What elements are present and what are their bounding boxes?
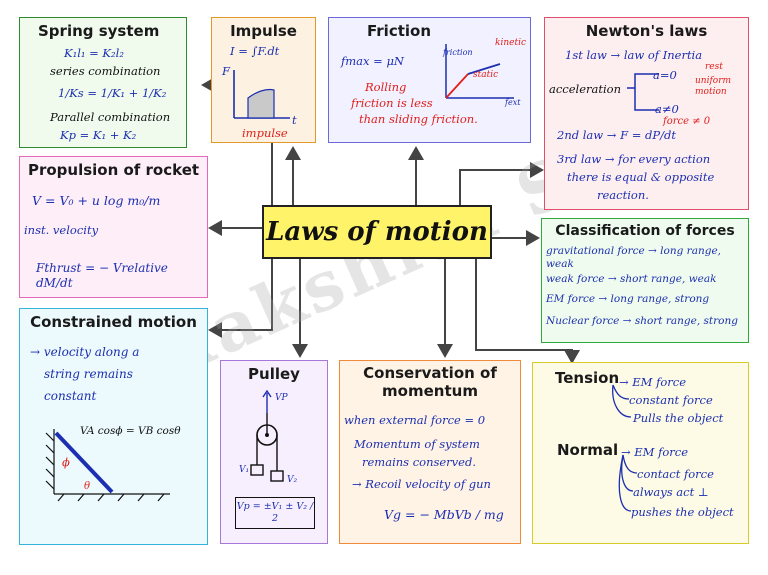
friction-graph-static: static xyxy=(473,70,499,80)
spring-system-box: Spring system K₁l₁ = K₂l₂ series combina… xyxy=(19,17,187,148)
newton-a0: a=0 xyxy=(653,68,677,82)
friction-formula: fmax = μN xyxy=(341,54,404,68)
newton-line-5: reaction. xyxy=(597,188,649,202)
classification-line-1: gravitational force → long range, weak xyxy=(546,245,721,271)
spring-line-5: Kp = K₁ + K₂ xyxy=(60,128,137,142)
spring-line-1: K₁l₁ = K₂l₂ xyxy=(64,46,124,60)
center-title: Laws of motion xyxy=(266,217,488,247)
constrained-phi: ϕ xyxy=(62,455,70,469)
center-title-box: Laws of motion xyxy=(262,205,492,259)
normal-item-2: contact force xyxy=(637,467,714,481)
pulley-eq: Vp = ±V₁ ± V₂ / 2 xyxy=(235,497,315,529)
propulsion-line-2: inst. velocity xyxy=(24,223,99,237)
conservation-line-3: remains conserved. xyxy=(362,455,477,469)
spring-line-3: 1/Ks = 1/K₁ + 1/K₂ xyxy=(58,86,167,100)
conservation-title-2: momentum xyxy=(382,382,478,400)
constrained-eq: VA cosϕ = VB cosθ xyxy=(80,425,181,437)
newton-an0: a≠0 xyxy=(655,102,679,116)
friction-title: Friction xyxy=(367,22,432,40)
impulse-axis-t: t xyxy=(292,113,297,127)
impulse-graph xyxy=(233,70,290,119)
newtons-laws-box: Newton's laws 1st law → law of Inertia a… xyxy=(544,17,749,210)
propulsion-box: Propulsion of rocket V = V₀ + u log m₀/m… xyxy=(19,156,208,298)
conservation-line-4: → Recoil velocity of gun xyxy=(352,477,491,491)
friction-box: Friction fmax = μN kinetic static fricti… xyxy=(328,17,531,143)
impulse-title: Impulse xyxy=(230,22,297,40)
constrained-diagram xyxy=(45,429,170,502)
arrow-to-constrained xyxy=(208,258,273,338)
conservation-line-5: Vg = − MbVb / mg xyxy=(384,507,504,522)
conservation-line-1: when external force = 0 xyxy=(344,413,486,427)
conservation-title-1: Conservation of xyxy=(363,364,497,382)
newton-line-3: 3rd law → for every action xyxy=(557,152,711,166)
constrained-line-3: constant xyxy=(44,389,97,403)
tension-item-3: Pulls the object xyxy=(633,411,724,425)
tension-item-2: constant force xyxy=(629,393,713,407)
tension-title: Tension xyxy=(555,369,620,387)
pulley-v1: V₁ xyxy=(239,465,250,475)
newton-force: force ≠ 0 xyxy=(663,116,711,127)
classification-box: Classification of forces gravitational f… xyxy=(541,218,749,343)
spring-title: Spring system xyxy=(38,22,160,40)
classification-title: Classification of forces xyxy=(555,223,735,239)
newton-line-1: 1st law → law of Inertia xyxy=(565,48,703,62)
propulsion-line-3: Fthrust = − Vrelative dM/dt xyxy=(36,261,168,290)
newton-uniform: uniform motion xyxy=(695,76,732,98)
impulse-formula: I = ∫F.dt xyxy=(230,44,280,58)
arrow-to-newton xyxy=(459,162,544,205)
normal-title: Normal xyxy=(557,441,619,459)
friction-note-3: than sliding friction. xyxy=(359,112,478,126)
constrained-title: Constrained motion xyxy=(30,313,197,331)
impulse-box: Impulse I = ∫F.dt F t impulse xyxy=(211,17,316,143)
tension-normal-box: Tension → EM force constant force Pulls … xyxy=(532,362,749,544)
friction-graph-kinetic: kinetic xyxy=(495,38,526,48)
tension-item-1: → EM force xyxy=(619,375,687,389)
impulse-label: impulse xyxy=(242,126,288,140)
constrained-motion-box: Constrained motion → velocity along a st… xyxy=(19,308,208,545)
normal-item-4: pushes the object xyxy=(631,505,734,519)
newton-line-2: 2nd law → F = dP/dt xyxy=(557,128,676,142)
impulse-axis-f: F xyxy=(222,64,230,78)
normal-item-1: → EM force xyxy=(621,445,689,459)
constrained-line-1: → velocity along a xyxy=(30,345,140,359)
newton-title: Newton's laws xyxy=(585,22,708,40)
normal-item-3: always act ⊥ xyxy=(633,485,709,499)
classification-line-4: Nuclear force → short range, strong xyxy=(546,315,738,327)
newton-line-4: there is equal & opposite xyxy=(567,170,715,184)
friction-graph xyxy=(445,44,514,99)
newton-branch xyxy=(627,73,659,111)
classification-line-2: weak force → short range, weak xyxy=(546,273,717,285)
constrained-theta: θ xyxy=(84,481,91,492)
newton-rest: rest xyxy=(705,62,723,72)
classification-line-3: EM force → long range, strong xyxy=(546,293,710,305)
spring-line-2: series combination xyxy=(50,64,161,78)
pulley-v2: V₂ xyxy=(287,475,298,485)
pulley-title: Pulley xyxy=(248,365,300,383)
tension-branch-arrows xyxy=(612,384,638,512)
conservation-box: Conservation of momentum when external f… xyxy=(339,360,521,544)
pulley-box: Pulley VP V₁ V₂ Vp = ±V₁ ± V₂ / 2 xyxy=(220,360,328,544)
conservation-line-2: Momentum of system xyxy=(354,437,480,451)
propulsion-line-1: V = V₀ + u log m₀/m xyxy=(32,193,161,208)
propulsion-title: Propulsion of rocket xyxy=(27,161,200,179)
pulley-vp: VP xyxy=(275,393,288,403)
friction-graph-fext: fext xyxy=(505,98,521,107)
spring-line-4: Parallel combination xyxy=(50,110,171,124)
newton-accel: acceleration xyxy=(549,82,622,96)
friction-note-2: friction is less xyxy=(351,96,433,110)
friction-note-1: Rolling xyxy=(365,80,407,94)
arrow-to-tension xyxy=(475,258,580,364)
constrained-line-2: string remains xyxy=(44,367,133,381)
friction-graph-friction: friction xyxy=(443,48,473,57)
pulley-diagram xyxy=(250,389,284,482)
